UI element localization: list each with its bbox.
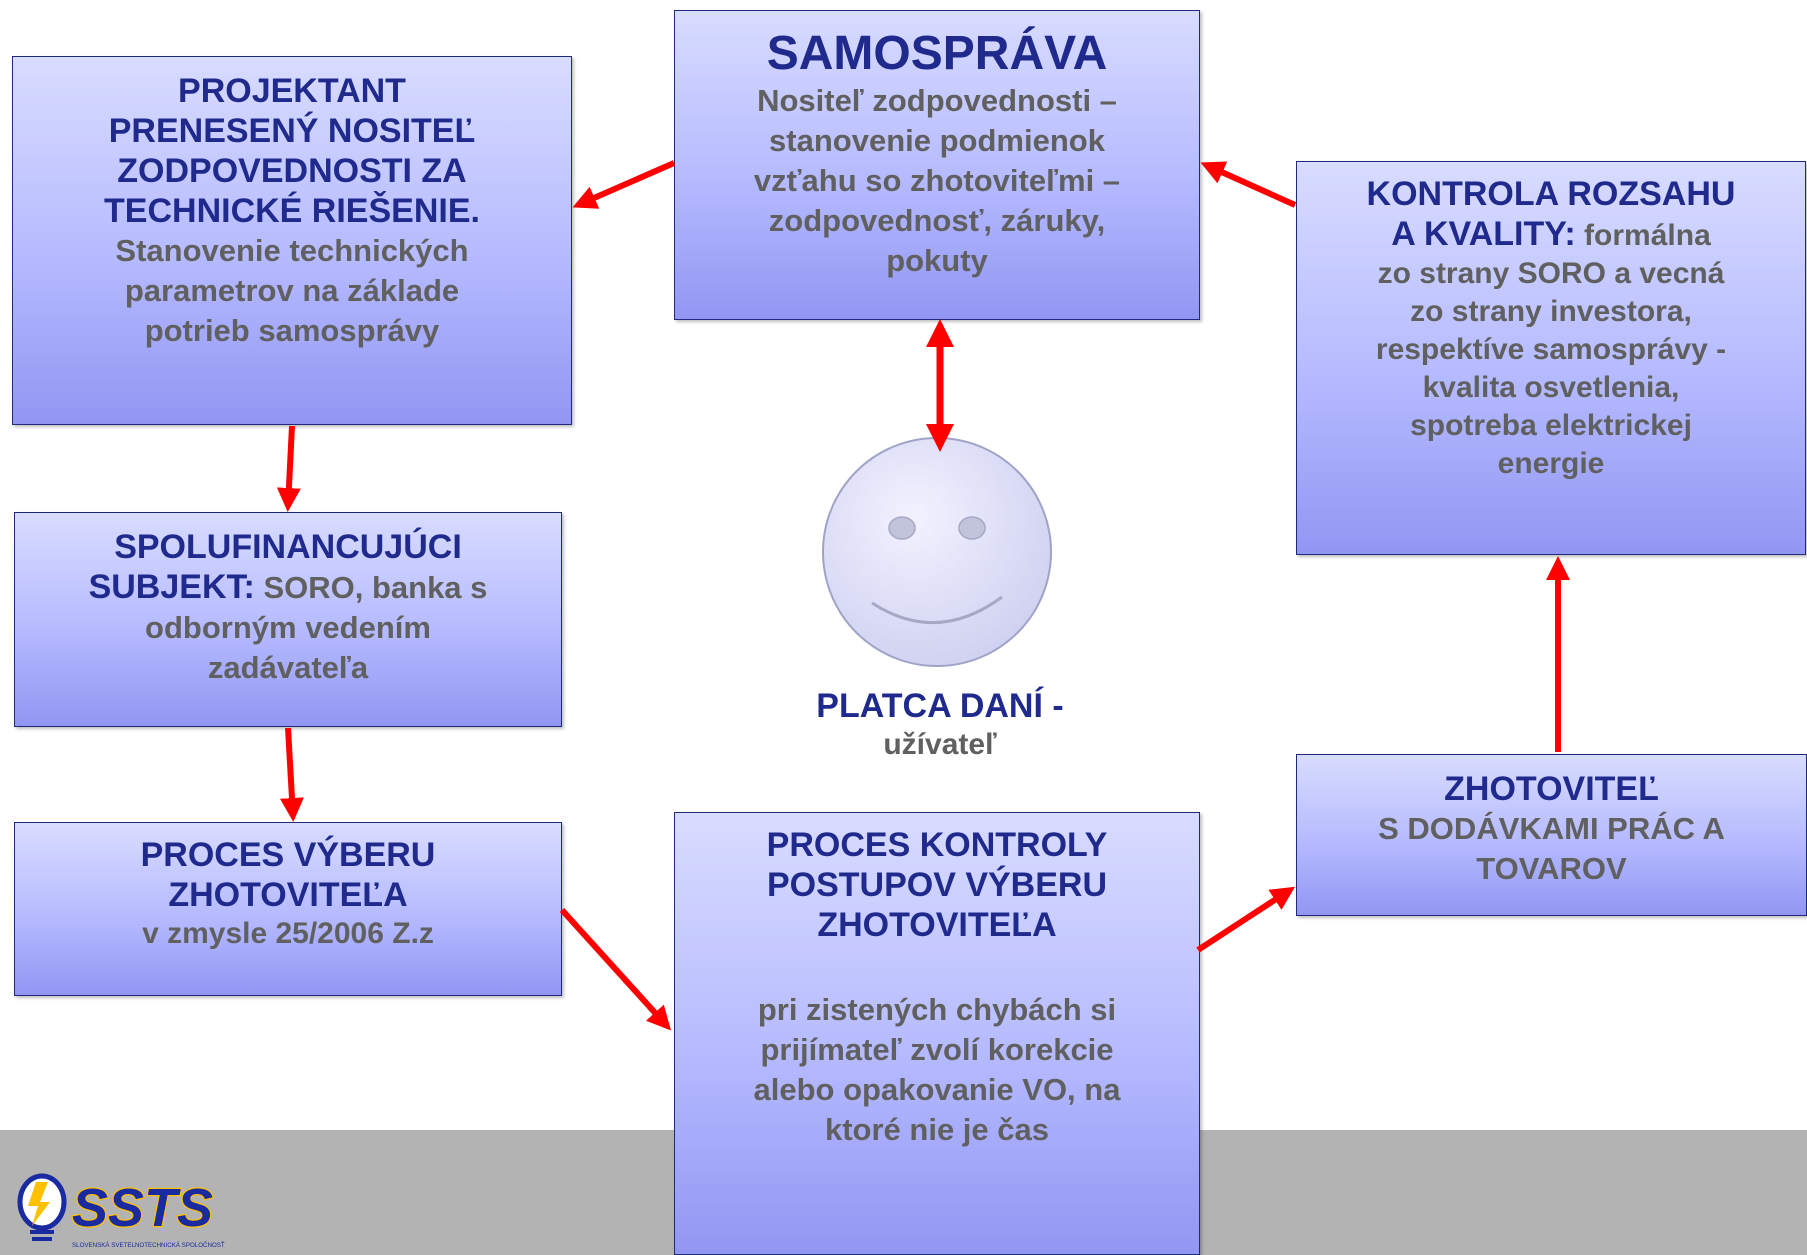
spolufinancujuci-body-line: zadávateľa xyxy=(207,650,369,685)
kontrola-body-line: spotreba elektrickej xyxy=(1410,409,1692,442)
arrow-proces-vyberu-to-proces-kontroly xyxy=(559,907,672,1031)
spolufinancujuci-title-line-mixed: SUBJEKT: SORO, banka s xyxy=(15,567,561,608)
arrow-proces-kontroly-to-zhotovitel xyxy=(1196,886,1296,953)
samosprava-body-line: vzťahu so zhotoviteľmi – xyxy=(753,163,1121,198)
kontrola-box: KONTROLA ROZSAHU A KVALITY: formálna zo … xyxy=(1296,161,1806,555)
arrow-spolufinancujuci-to-proces-vyberu xyxy=(279,727,304,822)
samosprava-body-line: zodpovednosť, záruky, xyxy=(768,203,1106,238)
logo-tagline: SLOVENSKÁ SVETELNOTECHNICKÁ SPOLOČNOSŤ xyxy=(72,1241,225,1249)
kontrola-body-first: formálna xyxy=(1575,219,1711,252)
arrow-kontrola-to-samosprava xyxy=(1200,161,1297,208)
proces-vyberu-box: PROCES VÝBERU ZHOTOVITEĽA v zmysle 25/20… xyxy=(14,822,562,996)
zhotovitel-body-line: S DODÁVKAMI PRÁC A xyxy=(1378,811,1725,846)
kontrola-title-line: KONTROLA ROZSAHU xyxy=(1366,175,1736,213)
spolufinancujuci-title-line: SPOLUFINANCUJÚCI xyxy=(114,528,462,566)
proces-vyberu-title-line: ZHOTOVITEĽA xyxy=(168,876,408,914)
proces-kontroly-title-line: ZHOTOVITEĽA xyxy=(817,906,1057,944)
spolufinancujuci-body-line: odborným vedením xyxy=(145,610,431,645)
proces-kontroly-body-line: pri zistených chybách si xyxy=(757,992,1117,1027)
projektant-title-line: PROJEKTANT xyxy=(178,72,406,110)
smiley-face-icon xyxy=(822,437,1052,667)
projektant-body-line: potrieb samosprávy xyxy=(144,313,440,348)
samosprava-body-line: stanovenie podmienok xyxy=(769,123,1105,158)
spolufinancujuci-body-first: SORO, banka s xyxy=(254,570,488,605)
projektant-title-line: PRENESENÝ NOSITEĽ xyxy=(108,112,476,150)
proces-kontroly-title-line: PROCES KONTROLY xyxy=(766,826,1108,864)
kontrola-title-line-mixed: A KVALITY: formálna xyxy=(1297,214,1805,255)
projektant-body-line: parametrov na základe xyxy=(124,273,460,308)
proces-kontroly-body-line: ktoré nie je čas xyxy=(824,1112,1049,1147)
platca-label: PLATCA DANÍ - užívateľ xyxy=(790,686,1090,764)
zhotovitel-title: ZHOTOVITEĽ xyxy=(1444,770,1659,808)
samosprava-body-line: pokuty xyxy=(886,243,988,278)
kontrola-body-line: zo strany SORO a vecná xyxy=(1377,257,1725,290)
zhotovitel-body-line: TOVAROV xyxy=(1476,851,1627,886)
samosprava-title: SAMOSPRÁVA xyxy=(766,27,1108,80)
samosprava-box: SAMOSPRÁVA Nositeľ zodpovednosti – stano… xyxy=(674,10,1200,320)
platca-subtitle: užívateľ xyxy=(883,728,997,761)
kontrola-body-line: kvalita osvetlenia, xyxy=(1422,371,1680,404)
kontrola-title-label: A KVALITY: xyxy=(1391,215,1576,253)
proces-kontroly-body-line: alebo opakovanie VO, na xyxy=(753,1072,1121,1107)
projektant-title-line: TECHNICKÉ RIEŠENIE. xyxy=(104,192,480,230)
platca-title: PLATCA DANÍ - xyxy=(816,687,1064,725)
spolufinancujuci-box: SPOLUFINANCUJÚCI SUBJEKT: SORO, banka s … xyxy=(14,512,562,727)
arrow-projektant-to-spolufinancujuci xyxy=(276,425,301,512)
samosprava-body-line: Nositeľ zodpovednosti – xyxy=(757,83,1117,118)
logo-text: SSTS xyxy=(72,1178,213,1238)
proces-kontroly-body-line: prijímateľ zvolí korekcie xyxy=(760,1032,1114,1067)
spacer xyxy=(675,945,1199,990)
ssts-logo: SSTS SLOVENSKÁ SVETELNOTECHNICKÁ SPOLOČN… xyxy=(17,1173,225,1249)
zhotovitel-box: ZHOTOVITEĽ S DODÁVKAMI PRÁC A TOVAROV xyxy=(1296,754,1807,916)
kontrola-body-line: zo strany investora, xyxy=(1410,295,1692,328)
kontrola-body-line: energie xyxy=(1497,447,1605,480)
projektant-title-line: ZODPOVEDNOSTI ZA xyxy=(117,152,467,190)
spolufinancujuci-title-label: SUBJEKT: xyxy=(88,568,255,606)
arrow-samosprava-to-projektant xyxy=(572,160,676,209)
kontrola-body-line: respektíve samosprávy - xyxy=(1375,333,1727,366)
projektant-box: PROJEKTANT PRENESENÝ NOSITEĽ ZODPOVEDNOS… xyxy=(12,56,572,425)
proces-kontroly-title-line: POSTUPOV VÝBERU xyxy=(766,866,1108,904)
proces-kontroly-box: PROCES KONTROLY POSTUPOV VÝBERU ZHOTOVIT… xyxy=(674,812,1200,1255)
proces-vyberu-body-line: v zmysle 25/2006 Z.z xyxy=(142,917,434,950)
proces-vyberu-title-line: PROCES VÝBERU xyxy=(140,836,436,874)
projektant-body-line: Stanovenie technických xyxy=(115,233,469,268)
